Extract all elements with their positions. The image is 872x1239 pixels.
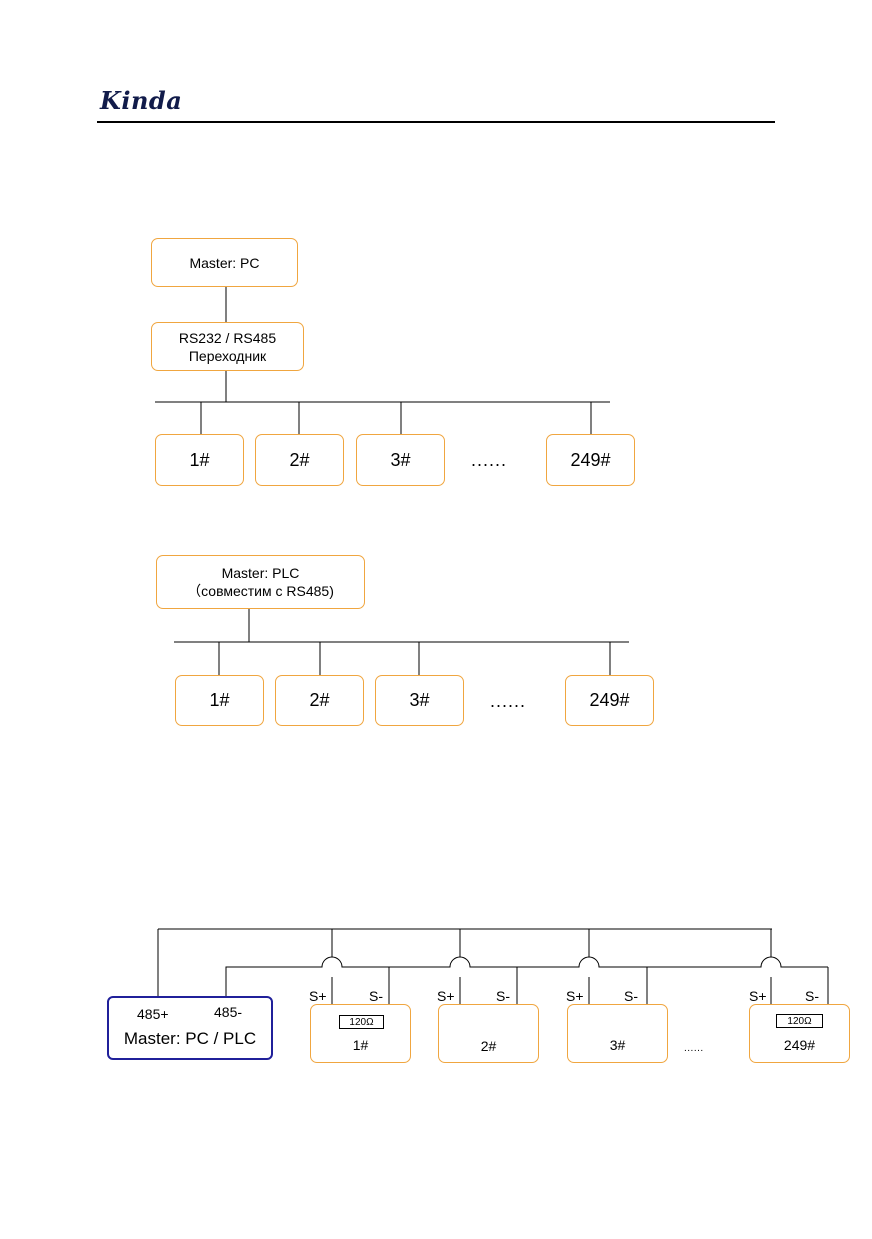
- master-plc-line1: Master: PLC: [221, 565, 300, 581]
- node-box: 249#: [546, 434, 635, 486]
- terminal-485-minus: 485-: [214, 1004, 243, 1020]
- terminal-s-minus: S-: [624, 988, 638, 1004]
- node-label: 2#: [289, 449, 310, 470]
- header-rule: [97, 121, 775, 123]
- node-label: 3#: [390, 449, 411, 470]
- kinda-logo: Kinda: [100, 86, 183, 115]
- terminal-s-plus: S+: [749, 988, 767, 1004]
- terminal-s-plus: S+: [309, 988, 327, 1004]
- terminal-s-minus: S-: [496, 988, 510, 1004]
- resistor-120-ohm: 120Ω: [776, 1014, 823, 1028]
- node-box: 249#: [749, 1004, 850, 1063]
- converter-line1: RS232 / RS485: [178, 329, 277, 346]
- node-label: 249#: [783, 1037, 816, 1053]
- node-box: 1#: [310, 1004, 411, 1063]
- node-box: 3#: [375, 675, 464, 726]
- converter-box: RS232 / RS485 Переходник: [151, 322, 304, 371]
- resistor-120-ohm: 120Ω: [339, 1015, 384, 1029]
- master-pc-box: Master: PC: [151, 238, 298, 287]
- master-plc-line2: （совместим с RS485): [187, 583, 334, 599]
- converter-line2: Переходник: [188, 347, 267, 364]
- node-box: 2#: [275, 675, 364, 726]
- node-label: 3#: [609, 1037, 626, 1053]
- master-pc-plc-label: Master: PC / PLC: [123, 1029, 257, 1048]
- node-box: 249#: [565, 675, 654, 726]
- terminal-s-minus: S-: [369, 988, 383, 1004]
- terminal-s-plus: S+: [566, 988, 584, 1004]
- master-plc-box: Master: PLC （совместим с RS485): [156, 555, 365, 609]
- node-box: 2#: [255, 434, 344, 486]
- node-label: 1#: [189, 449, 210, 470]
- terminal-s-plus: S+: [437, 988, 455, 1004]
- node-box: 3#: [567, 1004, 668, 1063]
- node-label: 2#: [309, 690, 330, 710]
- master-pc-label: Master: PC: [189, 254, 260, 271]
- node-label: 1#: [209, 690, 230, 710]
- ellipsis: ......: [684, 1043, 704, 1054]
- node-label: 1#: [352, 1037, 369, 1053]
- terminal-s-minus: S-: [805, 988, 819, 1004]
- node-label: 3#: [409, 690, 430, 710]
- terminal-485-plus: 485+: [137, 1006, 169, 1022]
- node-box: 3#: [356, 434, 445, 486]
- node-box: 2#: [438, 1004, 539, 1063]
- master-pc-plc-box: Master: PC / PLC: [107, 996, 273, 1060]
- node-label: 249#: [589, 690, 630, 710]
- ellipsis: ......: [471, 450, 508, 470]
- ellipsis: ......: [490, 691, 527, 711]
- node-label: 249#: [570, 449, 611, 470]
- node-box: 1#: [155, 434, 244, 486]
- node-label: 2#: [480, 1038, 497, 1054]
- node-box: 1#: [175, 675, 264, 726]
